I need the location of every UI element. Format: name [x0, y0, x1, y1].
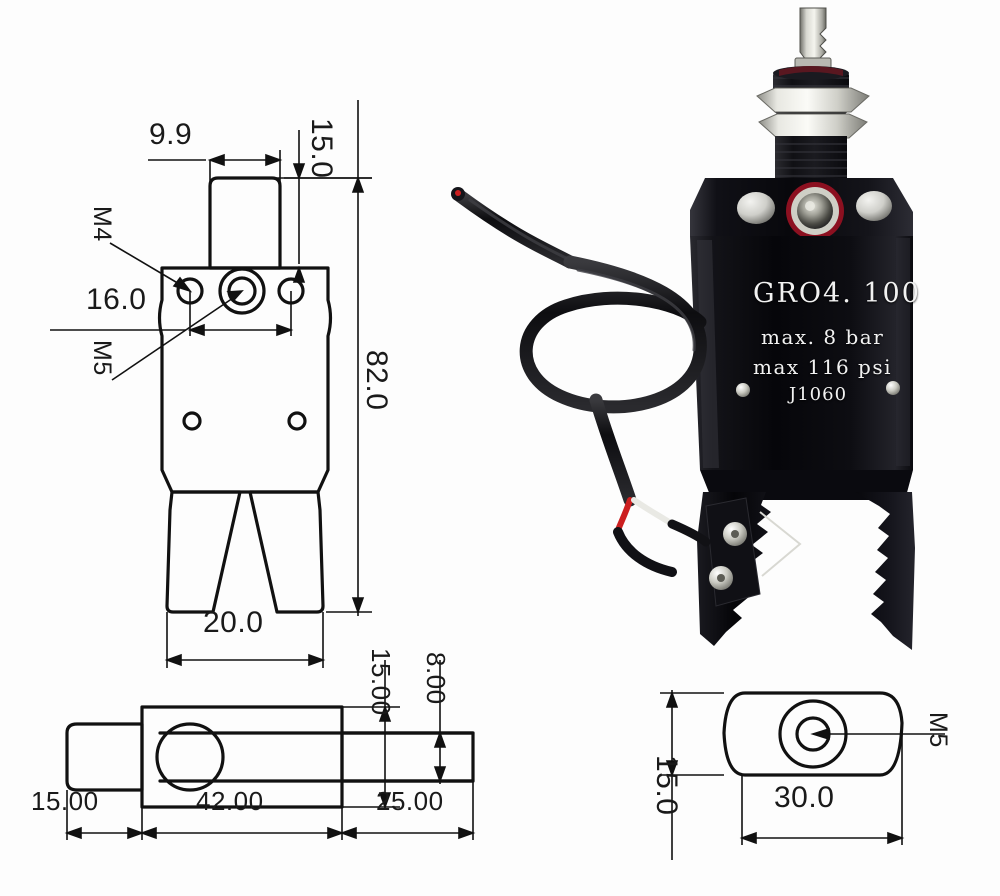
product-photo [451, 7, 915, 650]
front-view-jaw-left [165, 490, 242, 614]
gripper-body [690, 236, 913, 470]
product-pressure-psi-label: max 116 psi [753, 355, 893, 379]
side-view-dimension-lines [64, 660, 476, 840]
callout-thread-m4: M4 [88, 206, 116, 242]
jaw-right [855, 492, 915, 650]
dim-bar-height: 8.00 [421, 652, 451, 705]
dim-bar-length: 25.00 [376, 786, 444, 816]
product-code-label: J1060 [789, 384, 848, 405]
dim-plate-length: 30.0 [774, 781, 835, 814]
cable-leads [613, 497, 711, 577]
side-view-circle [155, 722, 225, 792]
air-port [786, 182, 844, 240]
front-view-boss-outer [218, 267, 266, 315]
product-pressure-bar-label: max. 8 bar [761, 325, 885, 349]
dim-plate-width: 15.0 [650, 755, 683, 816]
dim-stem-height: 15.0 [305, 118, 338, 179]
callout-thread-m5-top: M5 [924, 712, 952, 748]
dim-jaw-opening: 20.0 [203, 606, 264, 639]
product-model-label: GRO4. 100 [753, 278, 921, 309]
cable-free-end [451, 187, 465, 201]
front-view-pivot-right [287, 411, 307, 431]
front-view-dimension-lines [50, 100, 372, 668]
body-screw-right [886, 381, 900, 395]
mount-hole-left [737, 192, 775, 224]
dim-overall-height: 82.0 [360, 350, 393, 411]
top-view-dimension-lines [660, 690, 945, 860]
front-view-jaw-right [248, 490, 325, 614]
threaded-stud-lower [775, 136, 847, 180]
side-view [65, 705, 475, 809]
hose-barb-fitting [794, 7, 832, 73]
mount-hole-right [856, 191, 892, 221]
dim-stub-length: 15.00 [31, 786, 99, 816]
front-view [157, 176, 333, 614]
top-view-plate [722, 691, 904, 777]
callout-thread-m5: M5 [88, 340, 116, 376]
sensor-bracket [705, 497, 802, 607]
dim-body-length: 42.00 [196, 786, 264, 816]
dim-body-height: 15.00 [366, 648, 396, 716]
front-view-boss-inner [227, 276, 257, 306]
cable-loop [453, 189, 707, 507]
dim-stem-width: 9.9 [149, 118, 193, 151]
dim-hole-spacing: 16.0 [86, 283, 147, 316]
front-view-pivot-left [182, 411, 202, 431]
body-screw-left [736, 383, 750, 397]
